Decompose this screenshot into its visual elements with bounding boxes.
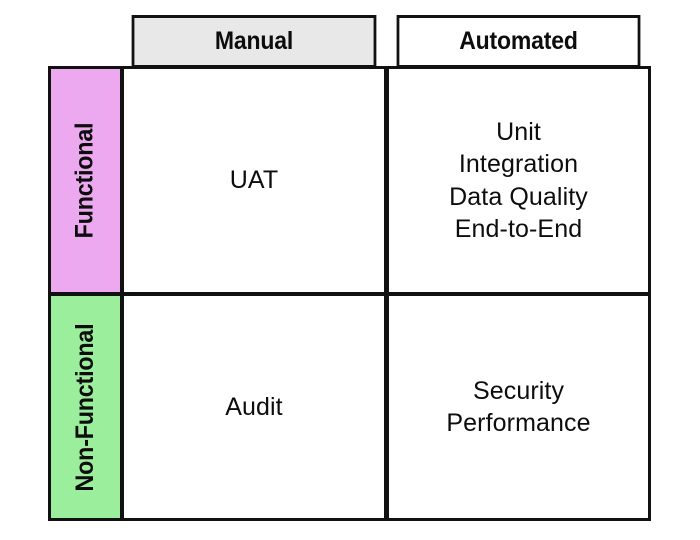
- cell-functional-manual: UAT: [121, 66, 387, 295]
- row-header-non-functional-label: Non-Functional: [71, 323, 100, 491]
- cell-non-functional-automated: Security Performance: [386, 293, 651, 521]
- column-header-manual-label: Manual: [214, 27, 294, 55]
- cell-functional-automated-item-2: Integration: [458, 150, 579, 178]
- row-header-functional: Functional: [48, 66, 123, 295]
- row-header-functional-label: Functional: [71, 122, 100, 239]
- matrix-corner-spacer: [48, 15, 121, 66]
- column-header-automated-label: Automated: [459, 27, 578, 55]
- cell-functional-automated-item-3: Data Quality: [449, 182, 588, 211]
- column-header-manual: Manual: [131, 15, 377, 68]
- cell-functional-automated: Unit Integration Data Quality End-to-End: [386, 66, 651, 295]
- cell-functional-automated-item-1: Unit: [496, 117, 541, 146]
- cell-functional-manual-item: UAT: [229, 166, 279, 195]
- cell-non-functional-automated-item-2: Performance: [446, 409, 591, 437]
- row-header-non-functional: Non-Functional: [48, 293, 123, 521]
- column-header-automated: Automated: [396, 15, 641, 68]
- cell-non-functional-manual: Audit: [121, 293, 387, 521]
- cell-non-functional-manual-item: Audit: [225, 392, 283, 421]
- cell-functional-automated-item-4: End-to-End: [454, 215, 583, 243]
- cell-non-functional-automated-item-1: Security: [472, 376, 565, 405]
